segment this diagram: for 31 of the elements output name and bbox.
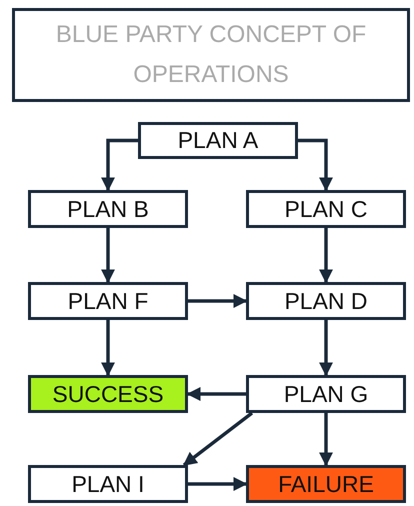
process-box	[28, 282, 188, 320]
box-label: PLAN C	[284, 196, 368, 222]
process-box	[246, 465, 406, 503]
arrow	[319, 228, 333, 284]
box-label: PLAN G	[284, 380, 368, 408]
box-label: SUCCESS	[52, 380, 164, 408]
box-label: PLAN D	[284, 288, 368, 314]
title-box	[12, 8, 410, 102]
process-box	[28, 190, 188, 228]
arrow	[186, 387, 246, 401]
process-box	[138, 122, 298, 159]
box-label: PLAN A	[178, 127, 258, 154]
arrow	[298, 138, 333, 192]
box-label: PLAN I	[72, 470, 144, 498]
arrow	[101, 228, 115, 284]
arrow	[188, 477, 248, 491]
arrow	[319, 413, 333, 466]
arrow	[101, 320, 115, 376]
process-box	[246, 375, 406, 413]
process-box	[246, 190, 406, 228]
process-box	[28, 375, 188, 413]
process-box	[28, 465, 188, 503]
title-text: BLUE PARTY CONCEPT OF OPERATIONS	[54, 20, 368, 90]
process-box	[246, 282, 406, 320]
arrow	[188, 294, 248, 308]
box-label: PLAN B	[67, 196, 149, 222]
box-label: FAILURE	[278, 470, 374, 498]
arrow	[182, 412, 254, 466]
box-label: PLAN F	[68, 288, 148, 314]
arrow	[101, 138, 138, 192]
arrow	[319, 320, 333, 376]
